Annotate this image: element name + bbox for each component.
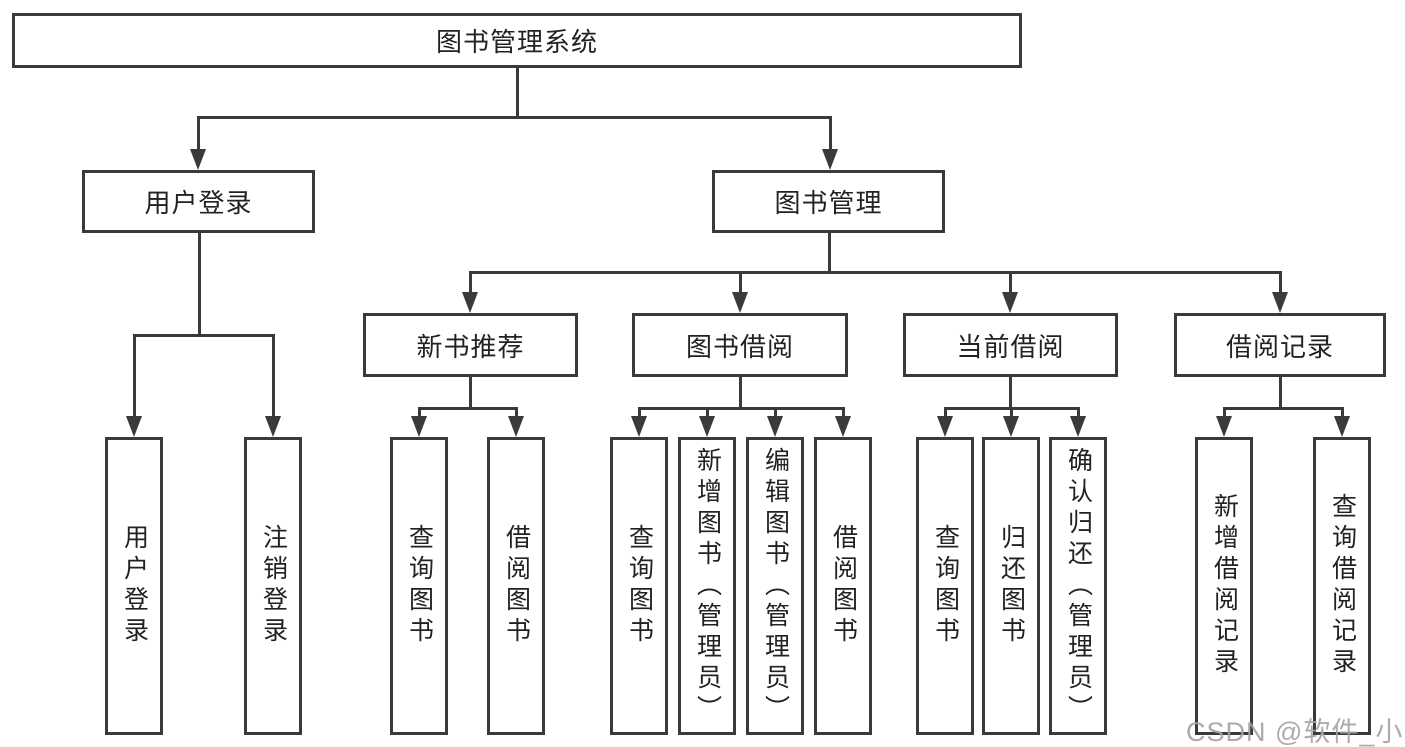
connector-line (705, 407, 709, 420)
connector-line (637, 406, 845, 410)
watermark: CSDN @软件_小贺同学 (1186, 717, 1405, 747)
node-borrow-books-recommend: 借阅图书 (487, 437, 545, 735)
connector-line (417, 406, 518, 410)
connector-line (197, 233, 201, 336)
node-logout: 注销登录 (244, 437, 302, 735)
node-new-book-recommend: 新书推荐 (363, 313, 578, 377)
connector-line (468, 271, 472, 296)
arrow-down-icon (1003, 416, 1019, 437)
arrow-down-icon (631, 416, 647, 437)
arrow-down-icon (822, 149, 838, 170)
arrow-down-icon (1334, 416, 1350, 437)
connector-line (132, 334, 136, 420)
connector-line (271, 334, 275, 420)
connector-line (1278, 377, 1282, 408)
node-add-borrow-record: 新增借阅记录 (1195, 437, 1253, 735)
arrow-down-icon (411, 416, 427, 437)
connector-line (773, 407, 777, 420)
arrow-down-icon (937, 416, 953, 437)
node-query-books-recommend: 查询图书 (390, 437, 448, 735)
node-user-login: 用户登录 (105, 437, 163, 735)
connector-line (738, 271, 742, 296)
node-root: 图书管理系统 (12, 13, 1022, 68)
connector-line (468, 377, 472, 408)
node-edit-books-admin: 编辑图书（管理员） (746, 437, 804, 735)
arrow-down-icon (1272, 292, 1288, 313)
node-book-management: 图书管理 (712, 170, 945, 233)
node-query-books-current: 查询图书 (916, 437, 974, 735)
arrow-down-icon (835, 416, 851, 437)
arrow-down-icon (462, 292, 478, 313)
connector-line (827, 233, 831, 273)
connector-line (1008, 377, 1012, 408)
node-query-books-borrowing: 查询图书 (610, 437, 668, 735)
arrow-down-icon (1002, 292, 1018, 313)
connector-line (841, 407, 845, 420)
node-book-borrowing: 图书借阅 (632, 313, 848, 377)
node-borrow-books-borrowing: 借阅图书 (814, 437, 872, 735)
connector-line (1009, 407, 1013, 420)
node-confirm-return-admin: 确认归还（管理员） (1049, 437, 1107, 735)
arrow-down-icon (732, 292, 748, 313)
arrow-down-icon (767, 416, 783, 437)
connector-line (828, 116, 832, 153)
arrow-down-icon (1070, 416, 1086, 437)
connector-line (738, 377, 742, 408)
arrow-down-icon (190, 149, 206, 170)
node-add-books-admin: 新增图书（管理员） (678, 437, 736, 735)
connector-line (1222, 407, 1226, 420)
node-return-books: 归还图书 (982, 437, 1040, 735)
connector-line (1008, 271, 1012, 296)
connector-line (196, 116, 200, 153)
node-query-borrow-record: 查询借阅记录 (1313, 437, 1371, 735)
connector-line (514, 407, 518, 420)
connector-line (132, 333, 275, 337)
connector-line (943, 407, 947, 420)
connector-line (417, 407, 421, 420)
connector-line (637, 407, 641, 420)
arrow-down-icon (1216, 416, 1232, 437)
connector-line (196, 115, 832, 119)
connector-line (1076, 407, 1080, 420)
connector-line (468, 270, 1282, 274)
arrow-down-icon (508, 416, 524, 437)
arrow-down-icon (126, 416, 142, 437)
connector-line (1340, 407, 1344, 420)
node-current-borrowing: 当前借阅 (903, 313, 1118, 377)
arrow-down-icon (265, 416, 281, 437)
node-borrowing-records: 借阅记录 (1174, 313, 1386, 377)
connector-line (1278, 271, 1282, 296)
arrow-down-icon (699, 416, 715, 437)
connector-line (1222, 406, 1344, 410)
node-user-login-group: 用户登录 (82, 170, 315, 233)
connector-line (515, 68, 519, 118)
